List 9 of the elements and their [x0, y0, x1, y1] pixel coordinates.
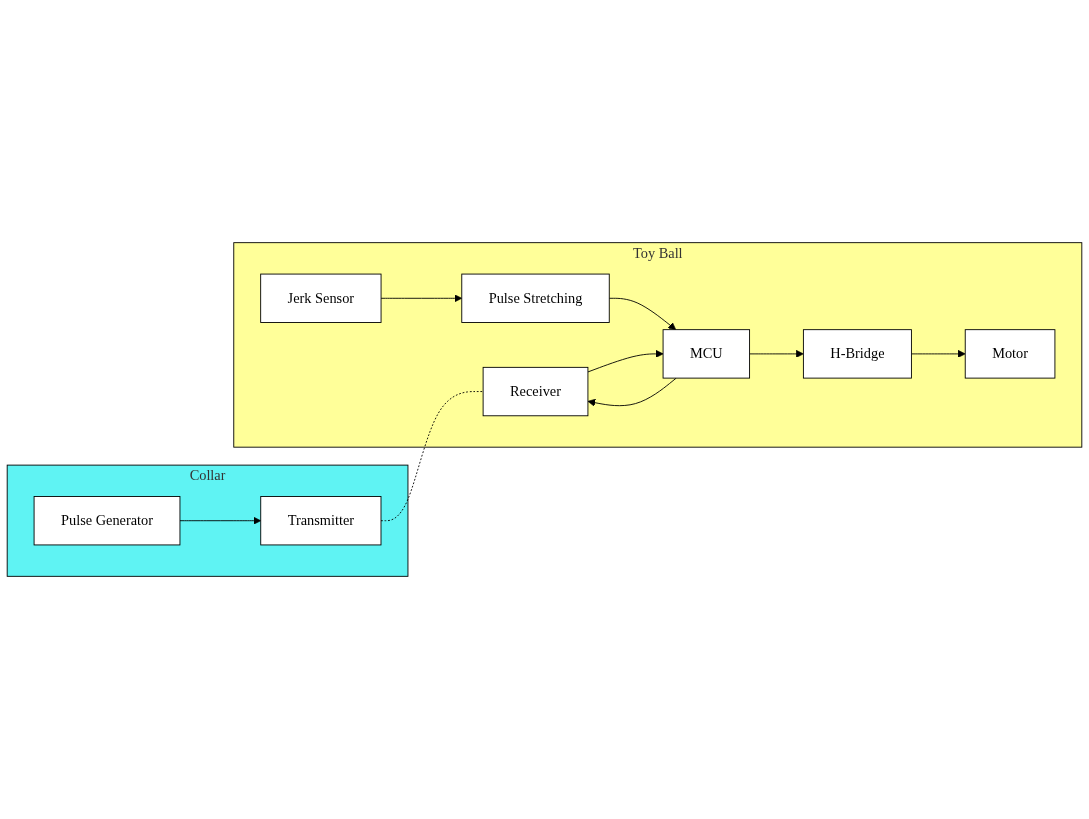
node-box: Pulse Generator	[33, 496, 181, 546]
node-box: Jerk Sensor	[260, 273, 382, 323]
node-box: Motor	[964, 329, 1056, 379]
node-box: Transmitter	[260, 496, 382, 546]
node-box: Pulse Stretching	[461, 273, 610, 323]
node-box: Receiver	[482, 366, 589, 417]
node-box: MCU	[662, 329, 751, 379]
connector	[380, 391, 484, 522]
node-box: H-Bridge	[802, 329, 912, 379]
